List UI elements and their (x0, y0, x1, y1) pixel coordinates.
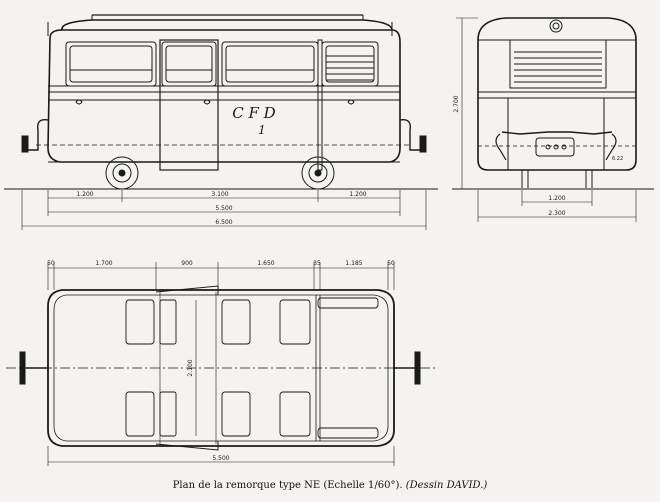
plan-dim-g: 50 (387, 260, 395, 267)
end-width-dim: 2.300 (548, 210, 565, 217)
end-inner-dim: 1.200 (548, 195, 565, 202)
side-view: C F D 1 (4, 14, 438, 190)
figure-caption: Plan de la remorque type NE (Echelle 1/6… (0, 480, 660, 491)
side-dimensions: 1.200 3.100 1.200 5.500 6.500 (21, 190, 427, 230)
plan-dim-bottom: 5.500 (212, 455, 229, 462)
side-lettering: C F D (232, 104, 275, 122)
end-dimensions: 2.700 1.200 2.300 (453, 17, 637, 222)
side-dim-5: 6.500 (215, 219, 232, 226)
side-dim-3: 1.200 (349, 191, 366, 198)
caption-main: Plan de la remorque type NE (Echelle 1/6… (172, 480, 406, 491)
side-number: 1 (258, 123, 266, 137)
end-height-dim: 2.700 (453, 95, 460, 112)
plan-dim-a: 50 (47, 260, 55, 267)
plan-dim-e: 35 (313, 260, 321, 267)
plan-dim-d: 1.650 (257, 260, 274, 267)
plan-dim-c: 900 (181, 260, 193, 267)
plan-dim-f: 1.185 (345, 260, 362, 267)
plan-dim-b: 1.700 (95, 260, 112, 267)
plan-dimensions: 50 1.700 900 1.650 35 1.185 50 5.500 (47, 260, 395, 466)
caption-credit: (Dessin DAVID.) (405, 480, 488, 491)
side-dim-1: 1.200 (76, 191, 93, 198)
side-dim-2: 3.100 (211, 191, 228, 198)
end-small-label: 6.22 (612, 156, 623, 162)
plan-view: 2.100 (6, 285, 436, 451)
side-dim-4: 5.500 (215, 205, 232, 212)
plan-inner-dim: 2.100 (187, 359, 194, 376)
end-view: 6.22 (452, 17, 654, 190)
